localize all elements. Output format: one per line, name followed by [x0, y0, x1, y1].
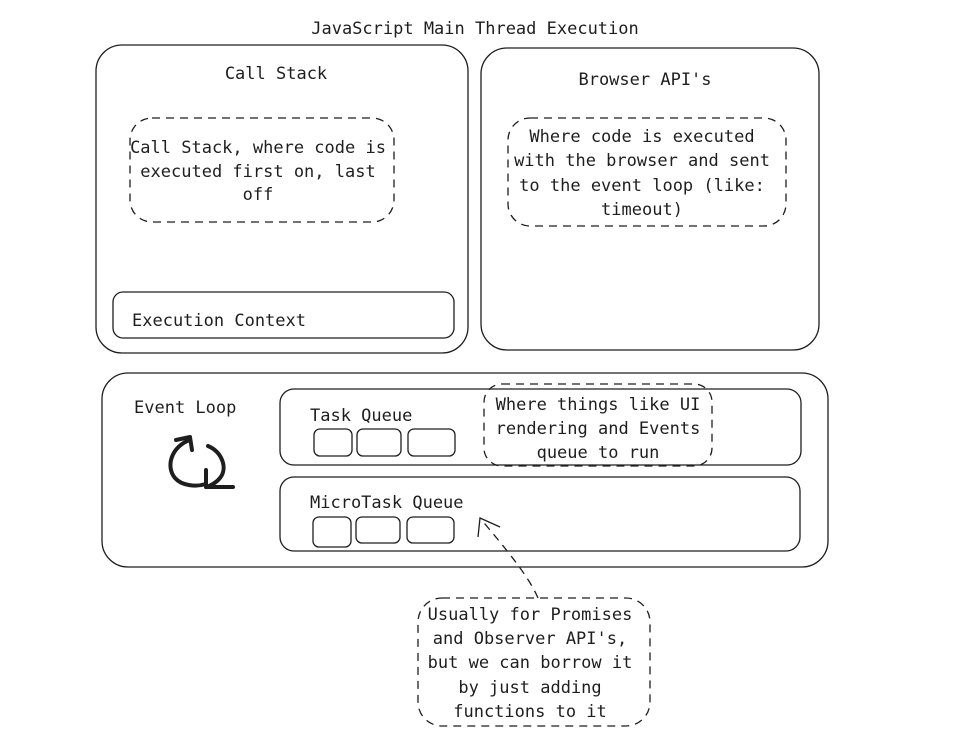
microtask-note-border: [417, 597, 651, 727]
browser-apis-note-line-1: Where code is executed: [529, 127, 754, 147]
browser-apis-border: [480, 47, 820, 351]
call-stack-heading: Call Stack: [225, 64, 327, 84]
event-loop-heading: Event Loop: [134, 398, 236, 418]
task-queue-slot: [313, 428, 353, 457]
browser-apis-note-line-4: timeout): [601, 200, 683, 220]
microtask-queue-heading: MicroTask Queue: [310, 493, 464, 513]
task-queue-slot: [356, 428, 402, 457]
diagram-title: JavaScript Main Thread Execution: [311, 19, 639, 39]
microtask-note: Usually for Promises and Observer API's,…: [417, 597, 651, 727]
task-queue-note-line-1: Where things like UI: [496, 395, 701, 415]
call-stack-note-line-2: executed first on, last: [140, 162, 375, 182]
task-queue-heading: Task Queue: [310, 406, 412, 426]
event-loop-panel: Event Loop Task Queue Where things like …: [101, 372, 829, 568]
browser-apis-note-line-2: with the browser and sent: [514, 151, 770, 171]
task-queue: Task Queue Where things like UI renderin…: [279, 383, 802, 467]
call-stack-panel: Call Stack Call Stack, where code is exe…: [95, 44, 469, 354]
execution-context-box: [112, 291, 455, 339]
task-queue-note-border: [483, 383, 713, 467]
microtask-note-line-5: functions to it: [453, 702, 607, 722]
arrow-shaft: [479, 517, 539, 599]
call-stack-border: [95, 44, 469, 354]
event-loop-border: [101, 372, 829, 568]
call-stack-note-line-1: Call Stack, where code is: [130, 138, 386, 158]
call-stack-note-line-3: off: [243, 185, 274, 205]
microtask-note-line-3: but we can borrow it: [428, 653, 633, 673]
arrow-head: [477, 517, 501, 538]
microtask-note-line-4: by just adding: [458, 678, 601, 698]
microtask-note-line-2: and Observer API's,: [433, 629, 627, 649]
task-queue-note-line-2: rendering and Events: [496, 419, 701, 439]
task-queue-note-line-3: queue to run: [537, 443, 660, 463]
microtask-queue: MicroTask Queue: [279, 476, 801, 552]
arrow-to-microtask-queue: [477, 517, 539, 599]
microtask-note-line-1: Usually for Promises: [428, 605, 633, 625]
task-queue-border: [279, 388, 802, 466]
browser-apis-panel: Browser API's Where code is executed wit…: [480, 47, 820, 351]
browser-apis-note-border: [507, 117, 787, 227]
task-queue-slot: [407, 428, 456, 457]
browser-apis-note-line-3: to the event loop (like:: [519, 176, 765, 196]
execution-context-label: Execution Context: [132, 311, 306, 331]
microtask-queue-slot: [355, 516, 401, 544]
microtask-queue-slot: [312, 516, 352, 548]
microtask-queue-slot: [406, 516, 455, 544]
call-stack-note-border: [129, 117, 395, 223]
browser-apis-heading: Browser API's: [578, 70, 711, 90]
refresh-cycle-icon: [168, 435, 235, 489]
microtask-queue-border: [279, 476, 801, 552]
